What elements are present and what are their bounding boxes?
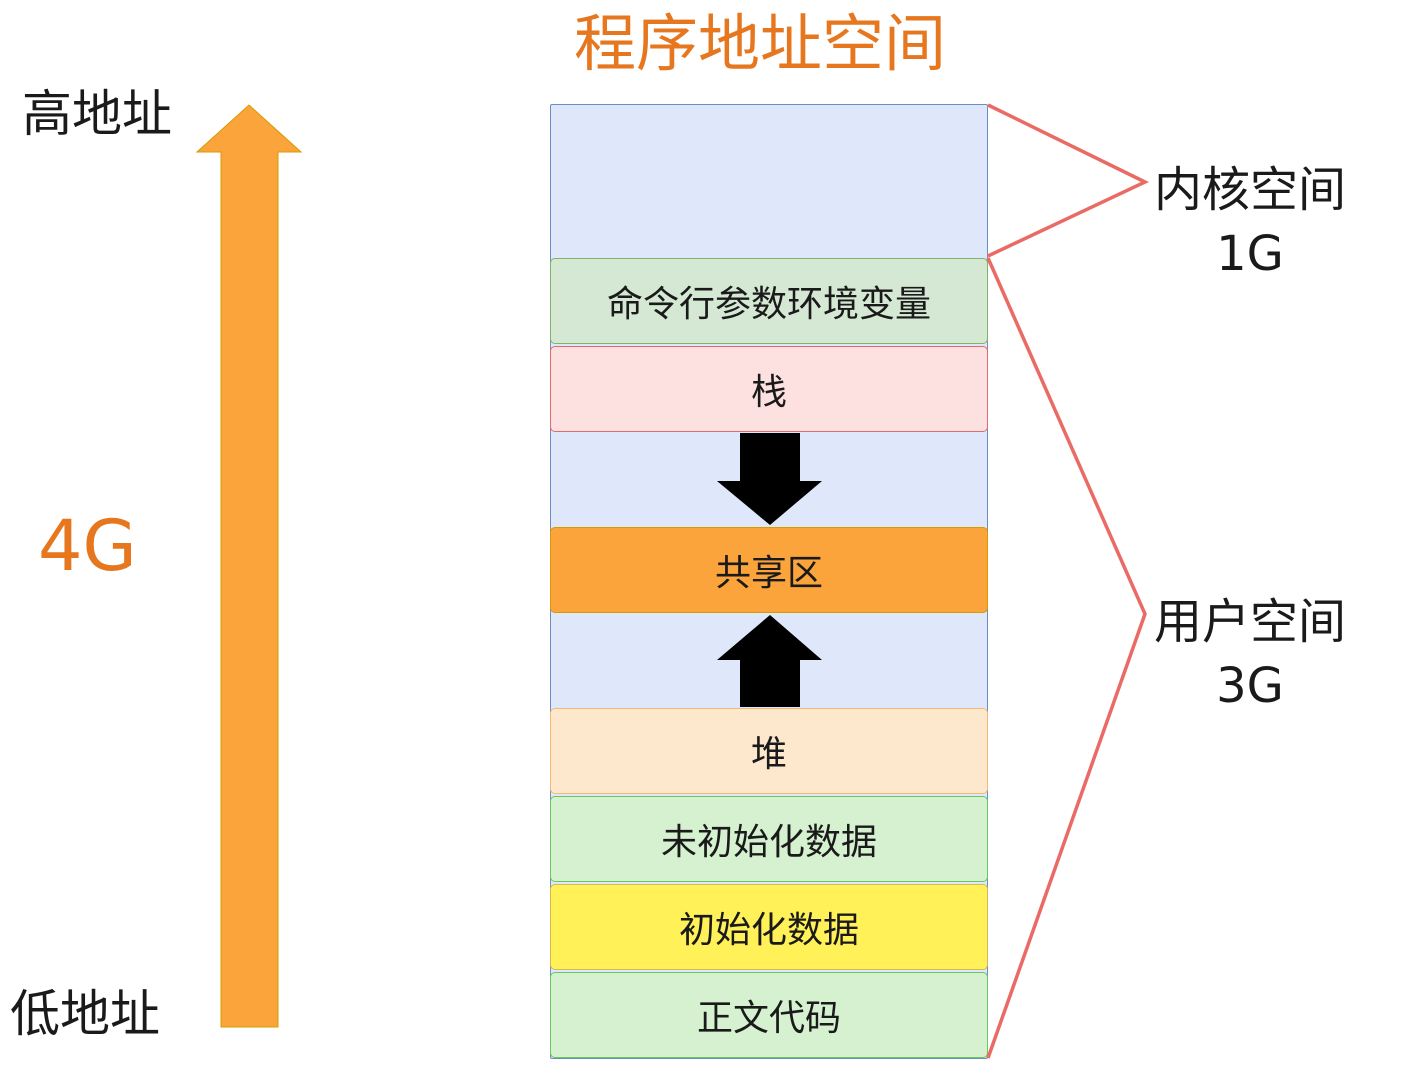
- user-space-name: 用户空间: [1153, 594, 1346, 650]
- segment-shared: 共享区: [550, 527, 988, 613]
- address-space-size-label: 4G: [38, 505, 137, 587]
- segment-data: 初始化数据: [550, 884, 988, 970]
- segment-bss: 未初始化数据: [550, 796, 988, 882]
- page-title: 程序地址空间: [573, 7, 946, 80]
- segment-heap: 堆: [550, 708, 988, 794]
- segment-label: 未初始化数据: [660, 822, 877, 863]
- segment-label: 共享区: [714, 553, 823, 594]
- segment-label: 正文代码: [696, 998, 841, 1039]
- kernel-space-label: 内核空间 1G: [1140, 158, 1360, 286]
- user-space-size: 3G: [1216, 658, 1284, 714]
- kernel-space-name: 内核空间: [1153, 162, 1346, 218]
- kernel-space-size: 1G: [1216, 226, 1284, 282]
- segment-label: 初始化数据: [678, 910, 859, 951]
- segment-stack: 栈: [550, 346, 988, 432]
- segment-text: 正文代码: [550, 972, 988, 1058]
- segment-args-env: 命令行参数环境变量: [550, 258, 988, 344]
- up-arrow-icon: [717, 615, 822, 707]
- kernel-space-brace: [987, 103, 1150, 258]
- low-address-label: 低地址: [10, 985, 160, 1043]
- segment-label: 堆: [750, 734, 787, 775]
- up-arrow-icon: [195, 104, 303, 1028]
- segment-label: 栈: [750, 372, 787, 413]
- high-address-label: 高地址: [22, 85, 172, 143]
- segment-label: 命令行参数环境变量: [606, 284, 931, 325]
- user-space-brace: [986, 257, 1147, 1059]
- user-space-label: 用户空间 3G: [1140, 590, 1360, 718]
- down-arrow-icon: [717, 433, 822, 525]
